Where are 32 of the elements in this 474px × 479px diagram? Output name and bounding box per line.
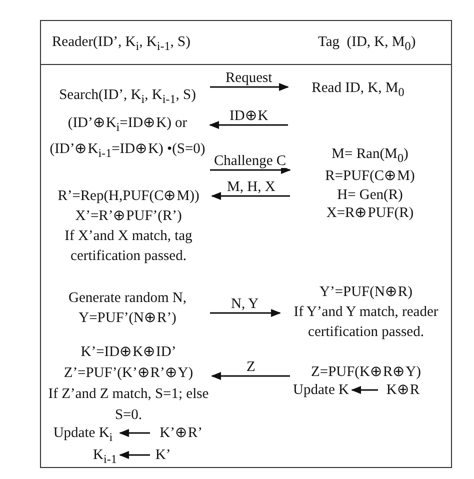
reader-step-text: Update K$_{i}$: [46, 423, 120, 447]
assignment-arrow: [119, 451, 150, 459]
reader-step-text: K’=ID⊕K⊕ID’ Z’=PUF’(K’⊕R’⊕Y) If Z’and Z match, S=1; else S=0.: [45, 342, 212, 426]
reader-step-text: K’: [150, 445, 176, 465]
message-arrow: [210, 83, 289, 91]
message-arrow: [211, 192, 290, 200]
reader-step-text: R’=Rep(H,PUF(C⊕M)) X’=R’⊕PUF’(R’) If X’and X match, tag certification passed.: [45, 186, 212, 266]
edge-label: Request: [224, 71, 274, 85]
tag-step-text: Z=PUF(K⊕R⊕Y): [290, 362, 442, 382]
tag-step-text: Y’=PUF(N⊕R) If Y’and Y match, reader certification passed.: [280, 282, 452, 342]
tag-step-text: K⊕R: [378, 380, 428, 400]
tag-step-text: Read ID, K, M$_{0}$: [288, 78, 428, 130]
reader-step-text: Search(ID’, K$_{i}$, K$_{i-1}$, S): [45, 85, 210, 109]
edge-label: M, H, X: [225, 180, 278, 194]
message-arrow: [210, 309, 281, 317]
message-arrow: [209, 121, 288, 129]
reader-step-text: Generate random N, Y=PUF’(N⊕R’): [45, 288, 210, 328]
edge-label: N, Y: [229, 297, 261, 311]
reader-step-text: (ID’⊕K$_{i}$=ID⊕K) or (ID’⊕K$_{i-1}$=ID⊕K) •(S=0): [45, 112, 210, 174]
edge-label: Z: [244, 360, 258, 374]
message-arrow: [211, 372, 290, 380]
column-header: Tag (ID, K, M$_{0}$): [318, 33, 416, 55]
assignment-arrow: [351, 386, 378, 394]
tag-step-text: Update K: [290, 380, 352, 400]
reader-step-text: K$_{i-1}$: [90, 445, 120, 469]
tag-step-text: M= Ran(M$_{0}$) R=PUF(C⊕M) H= Gen(R) X=R⊕PUF(R): [290, 145, 450, 223]
reader-step-text: K’⊕R’: [150, 423, 212, 443]
edge-label: Challenge C: [212, 154, 288, 168]
message-arrow: [210, 166, 291, 174]
column-header: Reader(ID’, K$_{i}$, K$_{i-1}$, S): [52, 33, 190, 55]
assignment-arrow: [119, 429, 150, 437]
edge-label: ID⊕K: [228, 109, 270, 123]
